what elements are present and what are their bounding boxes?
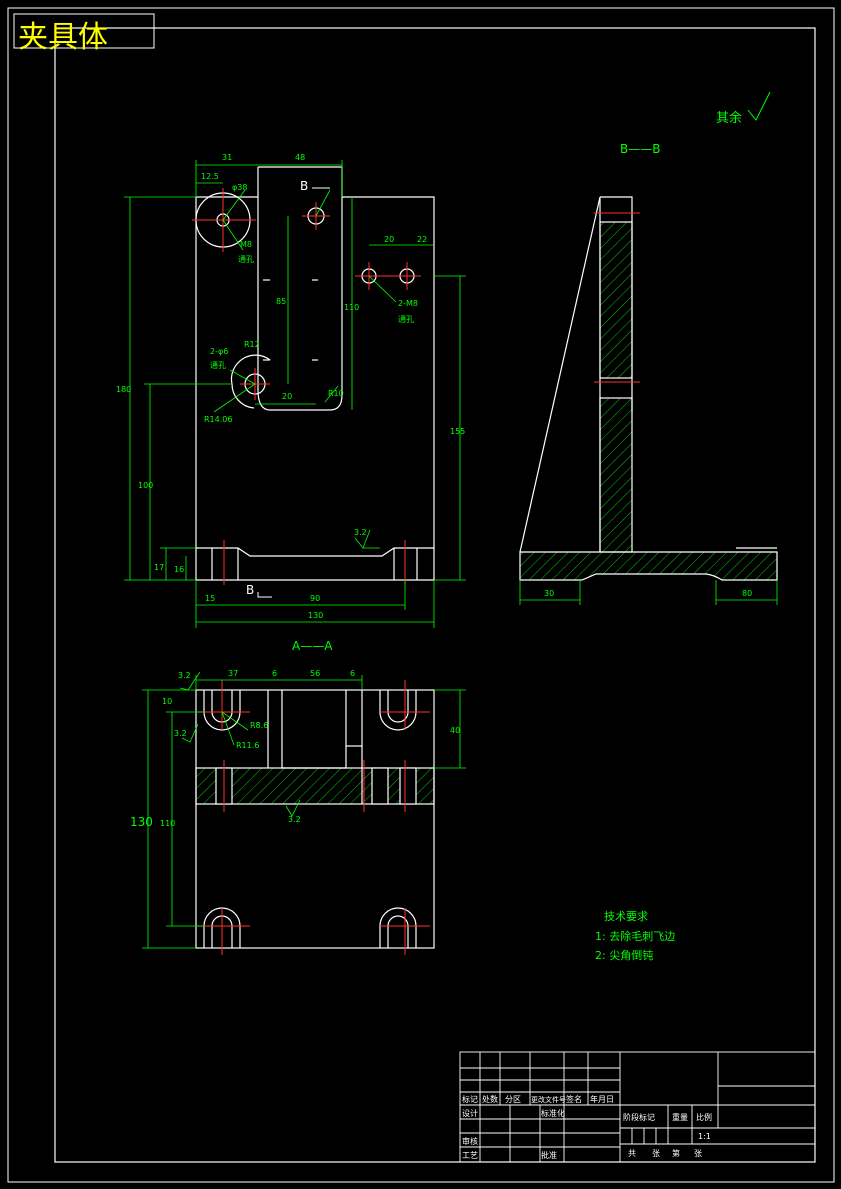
svg-text:48: 48: [295, 153, 305, 162]
svg-text:155: 155: [450, 427, 465, 436]
svg-text:工艺: 工艺: [462, 1151, 478, 1160]
svg-text:张: 张: [694, 1149, 702, 1158]
title-box: [13, 13, 155, 49]
svg-text:2-φ6: 2-φ6: [210, 347, 228, 356]
svg-text:R8.6: R8.6: [250, 721, 268, 730]
svg-text:设计: 设计: [462, 1108, 478, 1118]
svg-text:1: 去除毛刺飞边: 1: 去除毛刺飞边: [595, 929, 675, 943]
technical-requirements: 技术要求 1: 去除毛刺飞边 2: 尖角倒钝: [595, 910, 675, 962]
svg-text:R10: R10: [328, 389, 344, 398]
svg-text:15: 15: [205, 594, 215, 603]
svg-text:审核: 审核: [462, 1136, 478, 1146]
svg-text:31: 31: [222, 153, 232, 162]
svg-text:100: 100: [138, 481, 153, 490]
front-dim-text: 31 48 12.5 φ38 20 22 M8 通孔 2-M8 通孔 2-φ6 …: [116, 153, 465, 620]
svg-text:比例: 比例: [696, 1112, 712, 1122]
front-dimensions: [124, 160, 466, 628]
svg-text:180: 180: [116, 385, 131, 394]
svg-text:批准: 批准: [541, 1150, 557, 1160]
svg-text:1:1: 1:1: [698, 1132, 711, 1141]
title-block: [459, 1051, 816, 1163]
svg-text:R11.6: R11.6: [236, 741, 259, 750]
svg-text:30: 30: [544, 589, 554, 598]
svg-text:重量: 重量: [672, 1112, 688, 1122]
svg-text:3.2: 3.2: [354, 528, 367, 537]
outer-frame: [7, 7, 835, 1183]
plan-center-lines: [196, 680, 430, 955]
svg-text:签名: 签名: [566, 1094, 582, 1104]
svg-text:130: 130: [130, 815, 153, 829]
plan-view: [195, 689, 435, 949]
section-label-bb: B——B: [620, 142, 660, 156]
svg-text:其余: 其余: [716, 110, 742, 126]
svg-text:φ38: φ38: [232, 183, 247, 192]
svg-text:37: 37: [228, 669, 238, 678]
svg-text:通孔: 通孔: [398, 314, 414, 324]
svg-text:2: 尖角倒钝: 2: 尖角倒钝: [595, 948, 653, 962]
side-dim-text: 30 80: [544, 589, 752, 598]
svg-text:3.2: 3.2: [178, 671, 191, 680]
svg-text:B: B: [300, 179, 308, 193]
svg-text:20: 20: [384, 235, 394, 244]
svg-text:R12: R12: [244, 340, 260, 349]
svg-text:10: 10: [162, 697, 172, 706]
side-dimensions: [519, 580, 778, 605]
plan-dim-text: 37 6 56 6 10 40 R8.6 R11.6 110 130 3.2 3…: [130, 669, 460, 829]
svg-text:3.2: 3.2: [288, 815, 301, 824]
svg-text:16: 16: [174, 565, 184, 574]
inner-frame: [54, 27, 816, 1163]
roughness-note: 其余: [716, 91, 771, 126]
title-block-text: 标记 处数 分区 更改文件号 签名 年月日 设计 标准化 审核 工艺 批准 阶段…: [462, 1094, 712, 1160]
svg-text:6: 6: [350, 669, 355, 678]
svg-text:通孔: 通孔: [238, 254, 254, 264]
svg-text:130: 130: [308, 611, 323, 620]
svg-text:20: 20: [282, 392, 292, 401]
svg-text:85: 85: [276, 297, 286, 306]
svg-text:R14.06: R14.06: [204, 415, 232, 424]
svg-text:处数: 处数: [482, 1094, 498, 1104]
svg-text:M8: M8: [240, 240, 252, 249]
svg-text:80: 80: [742, 589, 752, 598]
plan-dimensions: [142, 671, 466, 949]
svg-text:年月日: 年月日: [590, 1094, 614, 1104]
side-center-lines: [594, 212, 640, 383]
svg-text:通孔: 通孔: [210, 360, 226, 370]
svg-text:56: 56: [310, 669, 320, 678]
svg-text:90: 90: [310, 594, 320, 603]
side-view: [519, 196, 778, 581]
svg-text:17: 17: [154, 563, 164, 572]
svg-text:6: 6: [272, 669, 277, 678]
svg-text:40: 40: [450, 726, 460, 735]
section-label-aa: A——A: [292, 639, 333, 653]
svg-text:110: 110: [160, 819, 175, 828]
svg-text:标准化: 标准化: [541, 1108, 565, 1118]
svg-text:22: 22: [417, 235, 427, 244]
svg-text:B: B: [246, 583, 254, 597]
svg-text:更改文件号: 更改文件号: [531, 1095, 566, 1104]
svg-text:分区: 分区: [505, 1095, 521, 1104]
svg-text:3.2: 3.2: [174, 729, 187, 738]
svg-text:共: 共: [628, 1149, 636, 1158]
section-markers-b: B B: [246, 179, 330, 598]
drawing-title: 夹具体: [18, 20, 108, 55]
svg-text:110: 110: [344, 303, 359, 312]
svg-text:阶段标记: 阶段标记: [623, 1112, 655, 1122]
svg-text:2-M8: 2-M8: [398, 299, 418, 308]
svg-text:技术要求: 技术要求: [604, 910, 648, 923]
svg-text:张: 张: [652, 1149, 660, 1158]
svg-text:第: 第: [672, 1148, 680, 1158]
svg-text:标记: 标记: [462, 1094, 478, 1104]
svg-text:12.5: 12.5: [201, 172, 219, 181]
